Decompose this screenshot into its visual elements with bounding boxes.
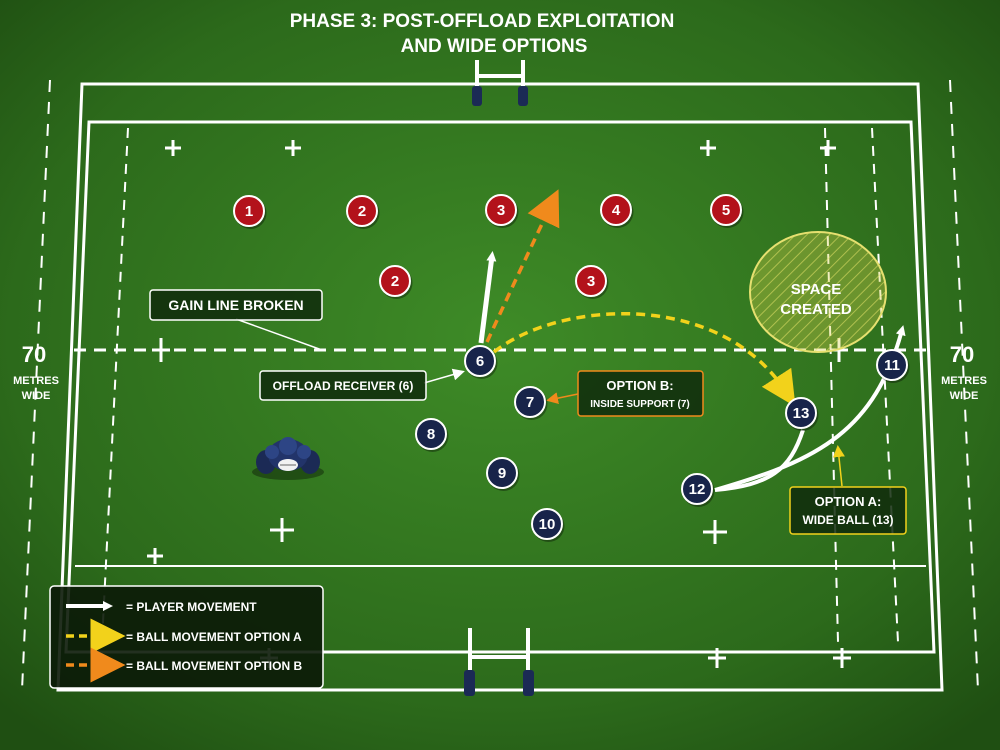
- attacker-player-9: 9: [486, 457, 520, 491]
- option-b-line1: OPTION B:: [606, 378, 673, 393]
- attacker-marker: [681, 473, 713, 505]
- space-created-line2: CREATED: [780, 301, 852, 318]
- defender-player-2: 2: [379, 265, 413, 299]
- attacker-number: 7: [526, 394, 534, 411]
- attacker-player-6: 6: [464, 345, 498, 379]
- attacker-number: 8: [427, 426, 435, 443]
- defender-number: 2: [391, 273, 399, 290]
- defenders-group: 1 2 3 4 5 2 3: [233, 194, 744, 299]
- defender-player-3: 3: [485, 194, 519, 228]
- option-b-line2: INSIDE SUPPORT (7): [590, 399, 689, 410]
- offload-receiver-pointer: [423, 368, 465, 384]
- defender-number: 4: [612, 202, 621, 219]
- right-width-number: 70: [950, 342, 974, 367]
- option-a-pointer: [832, 445, 845, 487]
- defender-marker: [233, 195, 265, 227]
- defender-number: 3: [587, 273, 595, 290]
- attacker-player-13: 13: [785, 397, 819, 431]
- attacker-number: 12: [689, 481, 706, 498]
- defender-marker: [485, 194, 517, 226]
- attacker-player-11: 11: [876, 349, 910, 383]
- option-a-line1: OPTION A:: [815, 494, 882, 509]
- option-a-ball-arrow: [492, 311, 796, 407]
- option-a-callout: OPTION A: WIDE BALL (13): [789, 486, 907, 535]
- gain-line-callout: GAIN LINE BROKEN: [149, 289, 323, 321]
- option-b-pointer: [546, 392, 579, 405]
- right-width-line1: METRES: [941, 375, 987, 387]
- gain-line-pointer: [235, 318, 323, 351]
- legend-player-label: = PLAYER MOVEMENT: [126, 600, 257, 614]
- goal-posts-icon: [464, 628, 534, 696]
- player-6-run-arrow: [478, 251, 497, 344]
- legend: = PLAYER MOVEMENT = BALL MOVEMENT OPTION…: [49, 585, 324, 689]
- left-width-line1: METRES: [13, 375, 59, 387]
- offload-receiver-callout: OFFLOAD RECEIVER (6): [259, 370, 427, 401]
- space-created-hatch: [750, 232, 886, 352]
- attacker-marker: [531, 508, 563, 540]
- attacker-marker: [785, 397, 817, 429]
- defender-marker: [710, 194, 742, 226]
- try-line-box: [64, 120, 936, 654]
- offload-receiver-label: OFFLOAD RECEIVER (6): [273, 379, 414, 393]
- defender-number: 2: [358, 203, 366, 220]
- pitch-marks: [147, 140, 851, 668]
- legend-option-b-label: = BALL MOVEMENT OPTION B: [126, 659, 302, 673]
- defender-number: 5: [722, 202, 730, 219]
- ruck-players-icon: [252, 437, 324, 480]
- left-width-line2: WIDE: [22, 390, 51, 402]
- defender-number: 1: [245, 203, 253, 220]
- attacker-player-12: 12: [681, 473, 715, 507]
- option-a-line2: WIDE BALL (13): [802, 513, 893, 527]
- attacker-number: 11: [884, 357, 900, 374]
- option-b-callout: OPTION B: INSIDE SUPPORT (7): [577, 370, 704, 417]
- attacker-number: 9: [498, 465, 506, 482]
- title-line-1: PHASE 3: POST-OFFLOAD EXPLOITATION: [290, 11, 675, 32]
- defender-player-5: 5: [710, 194, 744, 228]
- dead-ball-boundary: [56, 82, 944, 692]
- right-width-line2: WIDE: [950, 390, 979, 402]
- option-b-ball-arrow: [485, 189, 560, 343]
- attacker-number: 10: [539, 516, 556, 533]
- attacker-marker: [876, 349, 908, 381]
- goal-posts-icon: [472, 60, 528, 106]
- attacker-player-8: 8: [415, 418, 449, 452]
- defender-player-3: 3: [575, 265, 609, 299]
- attackers-group: 6 7 8 9 10 11 12 13: [415, 345, 910, 542]
- attacker-marker: [486, 457, 518, 489]
- attacker-player-10: 10: [531, 508, 565, 542]
- defender-marker: [575, 265, 607, 297]
- defender-marker: [600, 194, 632, 226]
- defender-player-4: 4: [600, 194, 634, 228]
- defender-marker: [379, 265, 411, 297]
- defender-player-1: 1: [233, 195, 267, 229]
- defender-player-2: 2: [346, 195, 380, 229]
- space-created-line1: SPACE: [791, 281, 842, 298]
- attacker-marker: [514, 386, 546, 418]
- attacker-marker: [464, 345, 496, 377]
- pitch-lines: [21, 79, 979, 692]
- left-width-number: 70: [22, 342, 46, 367]
- attacker-marker: [415, 418, 447, 450]
- attacker-number: 6: [476, 353, 484, 370]
- title-line-2: AND WIDE OPTIONS: [401, 36, 588, 57]
- player-12-run-line: [714, 429, 805, 492]
- defender-number: 3: [497, 202, 505, 219]
- defender-marker: [346, 195, 378, 227]
- legend-option-a-label: = BALL MOVEMENT OPTION A: [126, 630, 302, 644]
- attacker-number: 13: [793, 405, 810, 422]
- attacker-player-7: 7: [514, 386, 548, 420]
- gain-line-label: GAIN LINE BROKEN: [168, 297, 303, 313]
